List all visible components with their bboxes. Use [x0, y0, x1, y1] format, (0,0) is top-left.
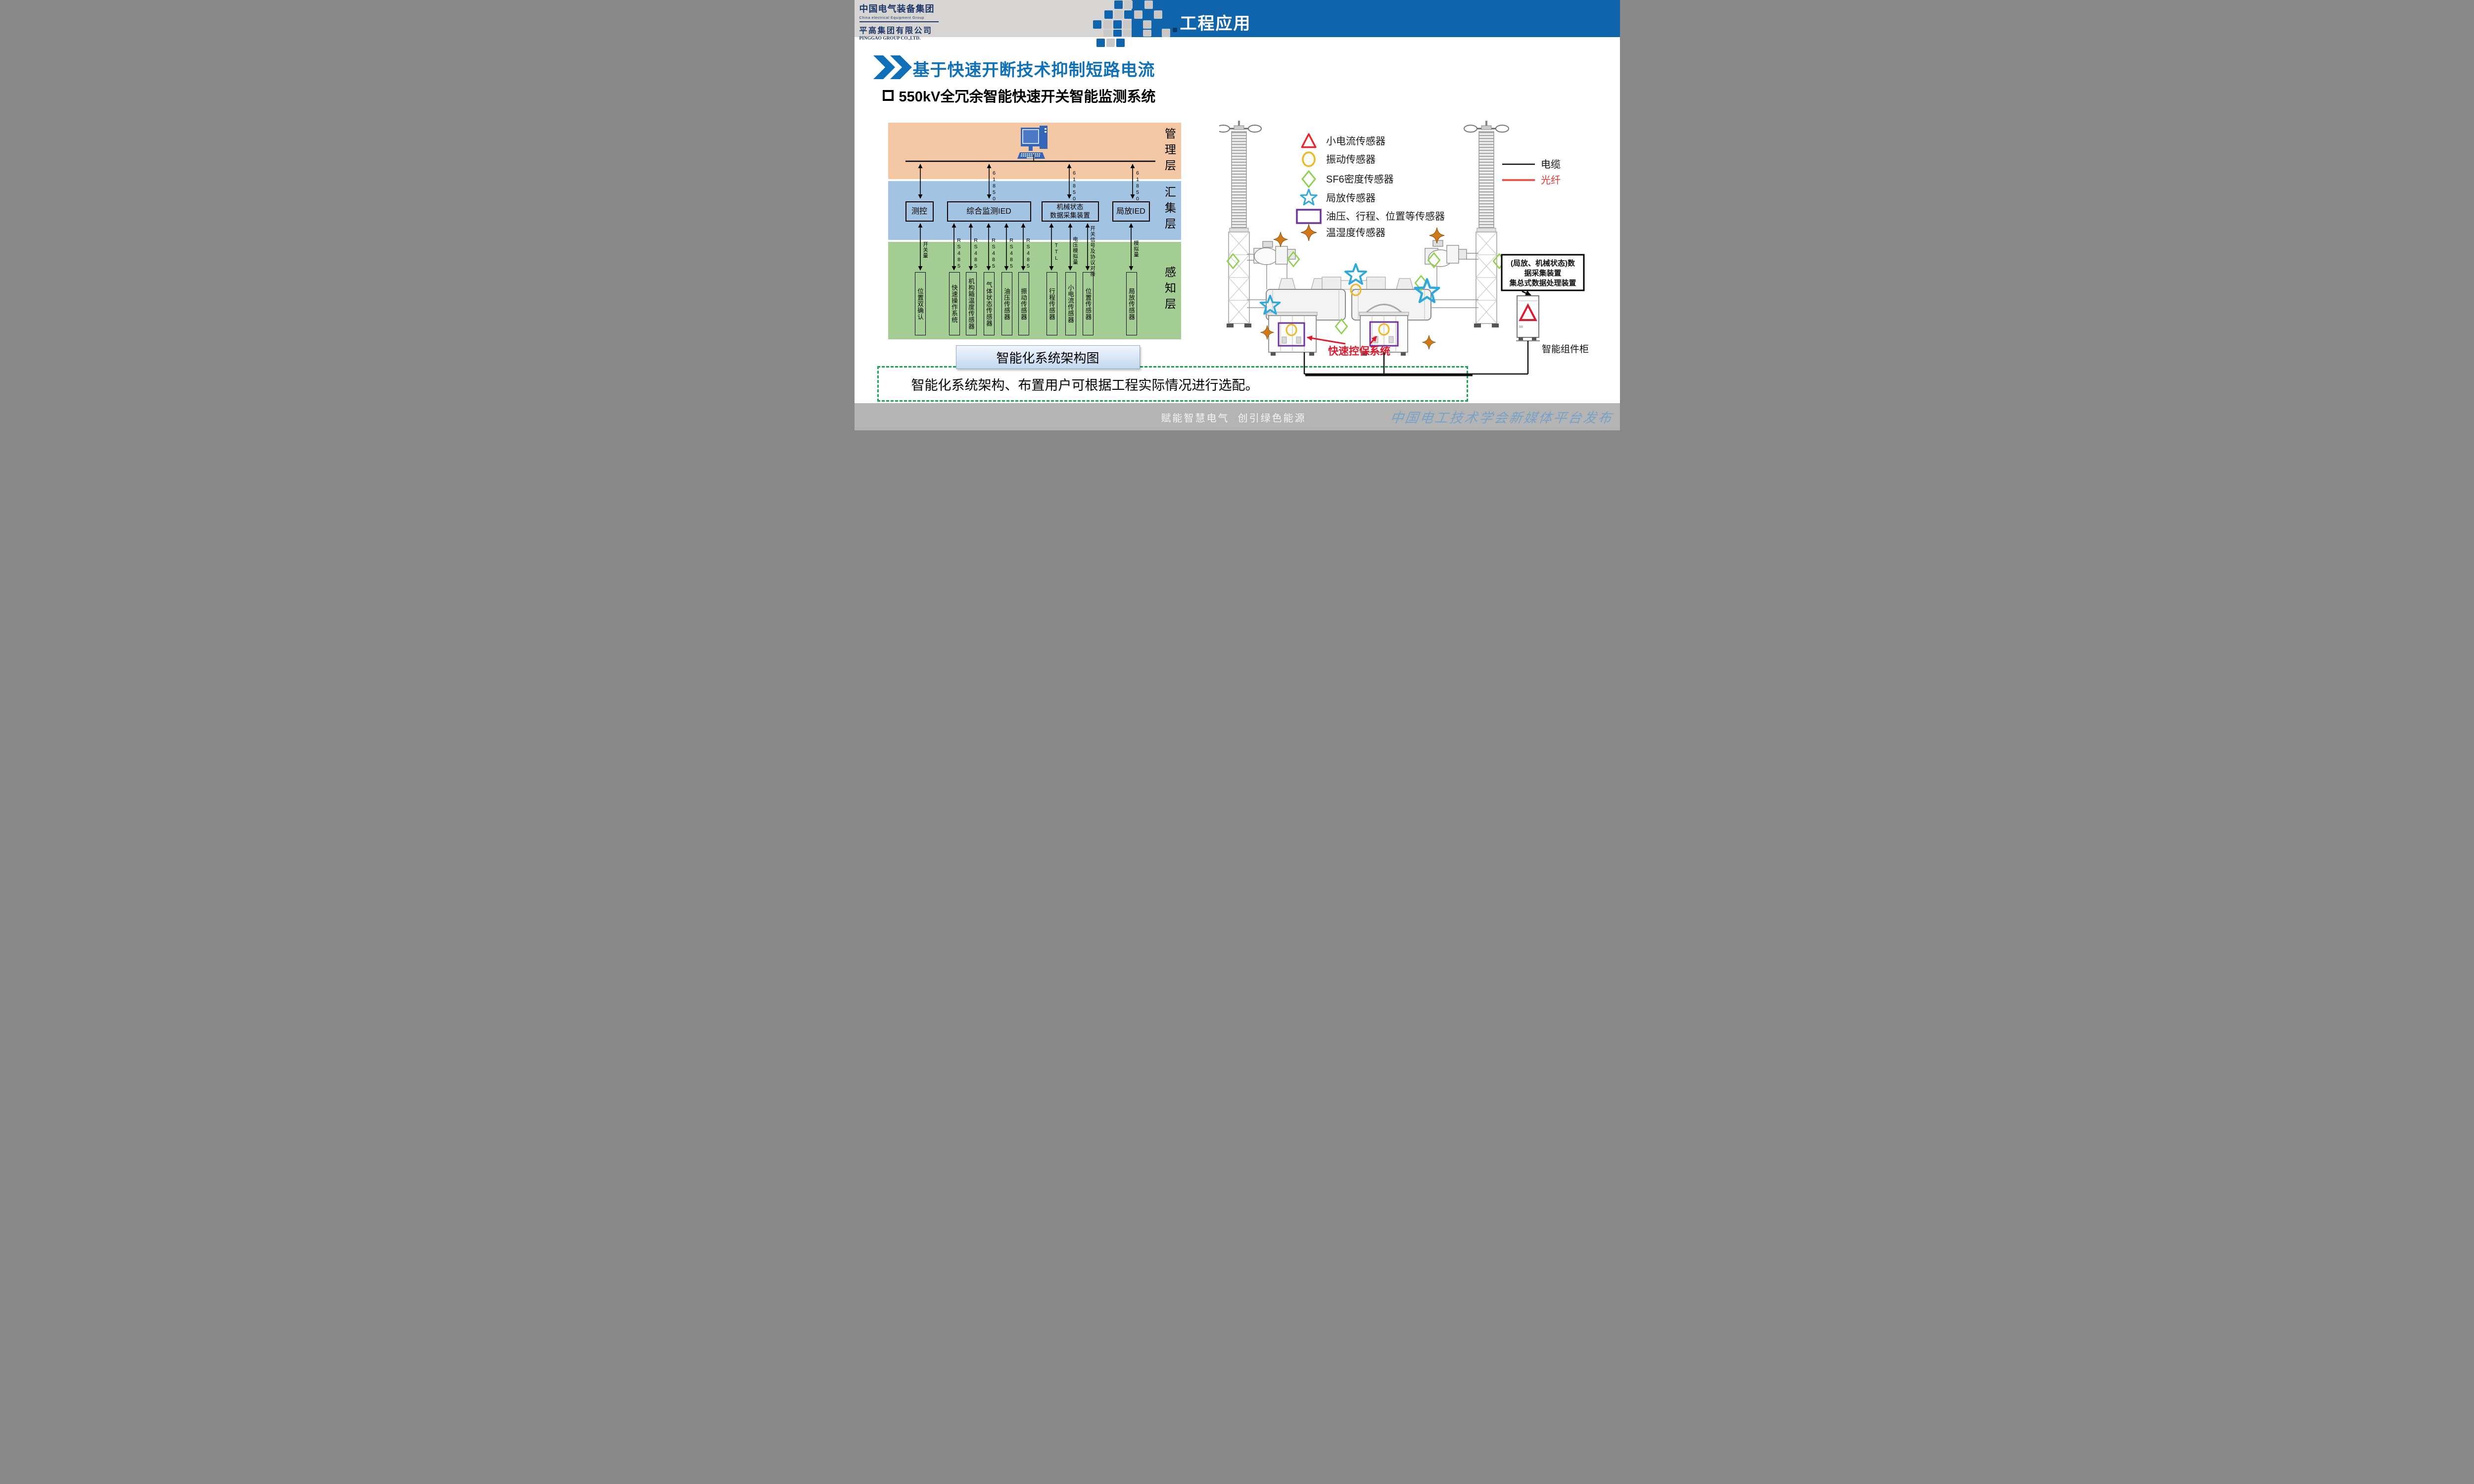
footer-slogan: 赋能智慧电气 创引绿色能源 — [1161, 413, 1306, 424]
architecture-wires — [905, 154, 1155, 271]
note-box: 智能化系统架构、布置用户可根据工程实际情况进行选配。 — [877, 366, 1468, 402]
sensor-box: 行程传感器 — [1046, 272, 1057, 335]
logo-group-name-cn: 中国电气装备集团 — [859, 4, 935, 14]
link-label: 开关信号及协议对接 — [1090, 226, 1095, 277]
sensor-legend: 小电流传感器 振动传感器 SF6密度传感器 局放传感器 油压、行程、位置等传感器… — [1295, 133, 1445, 241]
diagram-caption: 智能化系统架构图 — [955, 345, 1140, 369]
left-bushing-column — [1219, 120, 1262, 328]
svg-text:局放传感器: 局放传感器 — [1326, 192, 1376, 204]
equipment-drawing: 快速控保系统 (局放、机械状态)数 据采集装置 集总式数据处理装置 智能组件柜 — [1219, 120, 1589, 376]
protocol-label: 61850 — [1135, 170, 1141, 202]
svg-text:温湿度传感器: 温湿度传感器 — [1326, 227, 1385, 238]
sensor-box: 油压传感器 — [1001, 272, 1012, 335]
svg-text:SF6密度传感器: SF6密度传感器 — [1326, 174, 1394, 185]
page-title: 工程应用 — [1180, 14, 1251, 33]
oil-travel-position-sensor-rect — [1278, 322, 1305, 347]
fast-control-label: 快速控保系统 — [1328, 345, 1390, 357]
layer-label-perception: 感知层 — [1163, 266, 1176, 314]
svg-text:光纤: 光纤 — [1541, 175, 1561, 186]
legend-rect-icon — [1295, 209, 1322, 224]
legend-star4-icon — [1300, 224, 1317, 241]
svg-text:(局放、机械状态)数: (局放、机械状态)数 — [1511, 259, 1575, 268]
data-acquisition-box: (局放、机械状态)数 据采集装置 集总式数据处理装置 — [1501, 254, 1584, 296]
svg-text:据采集装置: 据采集装置 — [1524, 269, 1561, 278]
sensor-box: 小电流传感器 — [1065, 272, 1076, 335]
link-label: RS485 — [973, 237, 979, 270]
logo-divider — [859, 21, 939, 22]
layer-label-management: 管理层 — [1163, 128, 1176, 175]
link-label: RS485 — [1008, 237, 1014, 270]
left-drive-mechanism — [1246, 241, 1296, 289]
link-label: 开关量 — [922, 241, 928, 259]
title-banner — [1131, 0, 1620, 37]
footer-bar: 赋能智慧电气 创引绿色能源 中国电工技术学会新媒体平台发布 — [854, 403, 1620, 430]
legend-star-icon — [1299, 188, 1318, 206]
protocol-label: 61850 — [991, 170, 997, 202]
link-label: RS485 — [991, 237, 997, 270]
double-chevron-icon — [873, 55, 912, 79]
svg-text:振动传感器: 振动传感器 — [1326, 154, 1376, 165]
sensor-box: 机构箱温度传感器 — [965, 272, 977, 335]
ied-box-mechanical-state: 机械状态数据采集装置 — [1041, 201, 1099, 222]
footer-publisher: 中国电工技术学会新媒体平台发布 — [1389, 411, 1614, 425]
note-text: 智能化系统架构、布置用户可根据工程实际情况进行选配。 — [911, 377, 1259, 393]
line-legend: 电缆 光纤 — [1502, 159, 1561, 186]
logo-group-name-en: China electrical Equipment Group — [859, 15, 924, 20]
ied-box-partial-discharge: 局放IED — [1112, 201, 1150, 222]
cable-runs — [1303, 341, 1528, 376]
legend-diamond-icon — [1301, 170, 1316, 188]
company-logo: 中国电气装备集团 China electrical Equipment Grou… — [859, 2, 939, 41]
ied-box-comprehensive-monitoring: 综合监测IED — [947, 201, 1031, 222]
architecture-diagram: 管理层 汇集层 感知层 — [888, 123, 1181, 340]
svg-text:油压、行程、位置等传感器: 油压、行程、位置等传感器 — [1326, 211, 1445, 222]
link-label: 模拟量 — [1133, 240, 1139, 258]
svg-text:小电流传感器: 小电流传感器 — [1326, 136, 1385, 147]
sensor-box: 局放传感器 — [1126, 272, 1137, 335]
header-bar: 中国电气装备集团 China electrical Equipment Grou… — [854, 0, 1620, 47]
right-bushing-column — [1463, 120, 1509, 328]
protocol-label: 61850 — [1071, 170, 1077, 202]
link-label: TTL — [1053, 242, 1059, 262]
logo-company-en: PINGGAO GROUP CO.,LTD. — [859, 36, 921, 41]
svg-text:集总式数据处理装置: 集总式数据处理装置 — [1509, 278, 1576, 287]
sub-heading: 550kV全冗余智能快速开关智能监测系统 — [899, 89, 1156, 105]
svg-text:电缆: 电缆 — [1541, 159, 1561, 170]
layer-label-collection: 汇集层 — [1163, 186, 1176, 233]
fast-control-callout: 快速控保系统 — [1306, 335, 1390, 357]
intelligent-component-cabinet: 智能组件柜 — [1516, 295, 1589, 355]
left-mechanism-cabinet — [1267, 312, 1317, 356]
square-bullet-icon — [882, 90, 894, 101]
sensor-box: 位置传感器 — [1083, 272, 1094, 335]
computer-icon — [1017, 126, 1047, 159]
sensor-box: 位置双确认 — [914, 272, 926, 335]
legend-circle-icon — [1301, 151, 1316, 167]
vibration-sensor-icon — [1350, 283, 1361, 296]
legend-triangle-icon — [1300, 133, 1317, 148]
link-label: RS485 — [1025, 237, 1031, 270]
link-label: RS485 — [956, 237, 962, 270]
logo-company-cn: 平高集团有限公司 — [859, 27, 933, 35]
ied-box-measure-control: 测控 — [905, 201, 934, 222]
sensor-box: 气体状态传感器 — [983, 272, 995, 335]
link-label: 电压模拟量 — [1072, 236, 1078, 265]
right-drive-mechanism — [1424, 240, 1478, 289]
section-heading: 基于快速开断技术抑制短路电流 — [912, 61, 1155, 80]
cabinet-label: 智能组件柜 — [1542, 344, 1589, 355]
sensor-box: 振动传感器 — [1018, 272, 1029, 335]
sensor-box: 快速操作系统 — [949, 272, 960, 335]
slide: 中国电气装备集团 China electrical Equipment Grou… — [854, 0, 1620, 430]
